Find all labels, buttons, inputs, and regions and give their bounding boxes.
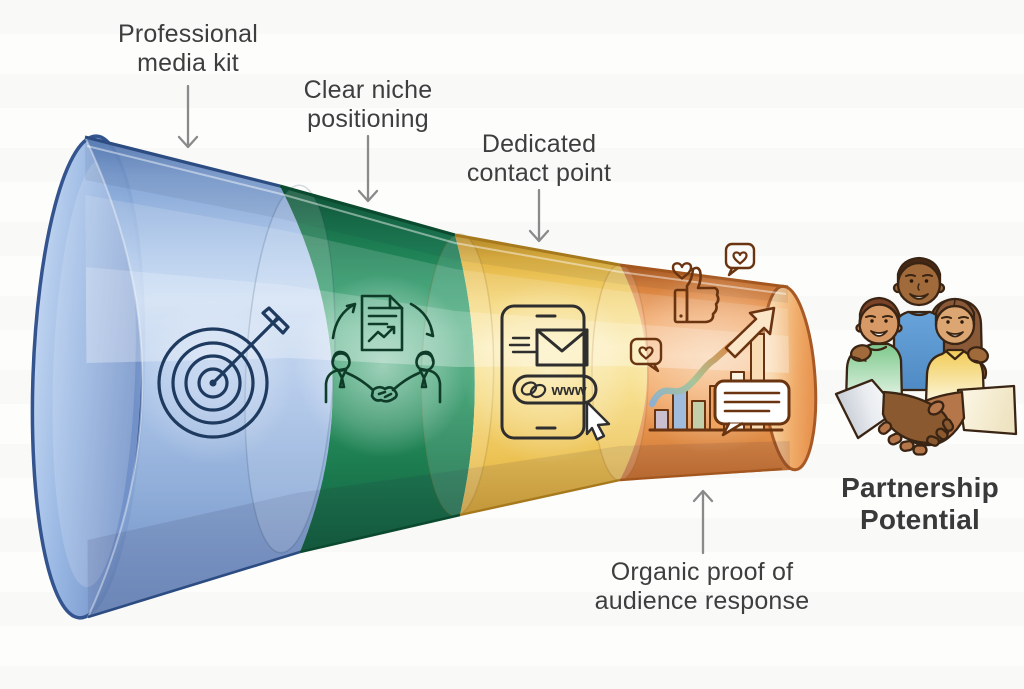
team-handshake-illustration <box>834 256 1018 456</box>
label-proof-line2: audience response <box>594 587 810 615</box>
down-arrow-media-kit <box>177 84 199 149</box>
label-contact-line1: Dedicated <box>481 130 597 158</box>
up-arrow-proof <box>692 489 714 555</box>
www-text: www <box>550 382 586 399</box>
label-partnership-line2: Potential <box>859 504 981 536</box>
handshake-deal-icon <box>324 294 442 404</box>
target-arrow-icon <box>157 306 290 439</box>
label-niche-line1: Clear niche <box>303 76 433 104</box>
label-media-kit-line2: media kit <box>137 49 239 77</box>
man-center-face <box>892 256 946 307</box>
handshake-hands <box>834 378 1018 456</box>
label-niche: Clear niche positioning <box>304 76 433 134</box>
shoulder-hands <box>849 344 990 364</box>
engagement-growth-icon <box>629 242 791 437</box>
thumbs-up-icon <box>673 266 720 324</box>
label-media-kit: Professional media kit <box>118 20 258 78</box>
label-niche-line2: positioning <box>307 105 429 133</box>
down-arrow-niche <box>357 134 379 203</box>
label-proof: Organic proof of audience response <box>595 558 810 616</box>
man-left-face <box>855 296 903 345</box>
label-partnership-potential: Partnership Potential <box>841 472 999 537</box>
heart-bubble-icon <box>724 242 756 277</box>
phone-link-icon: www <box>500 304 611 441</box>
heart-bubble-icon <box>629 337 663 373</box>
pointer-arrows <box>177 84 714 555</box>
label-partnership-line1: Partnership <box>841 472 999 503</box>
heart-icon <box>671 262 693 280</box>
label-media-kit-line1: Professional <box>118 20 258 48</box>
woman-face <box>934 297 976 346</box>
label-proof-line1: Organic proof of <box>610 558 794 586</box>
message-bubble-icon <box>713 379 791 437</box>
label-contact-line2: contact point <box>466 159 612 187</box>
label-contact: Dedicated contact point <box>467 130 611 188</box>
down-arrow-contact <box>528 188 550 243</box>
